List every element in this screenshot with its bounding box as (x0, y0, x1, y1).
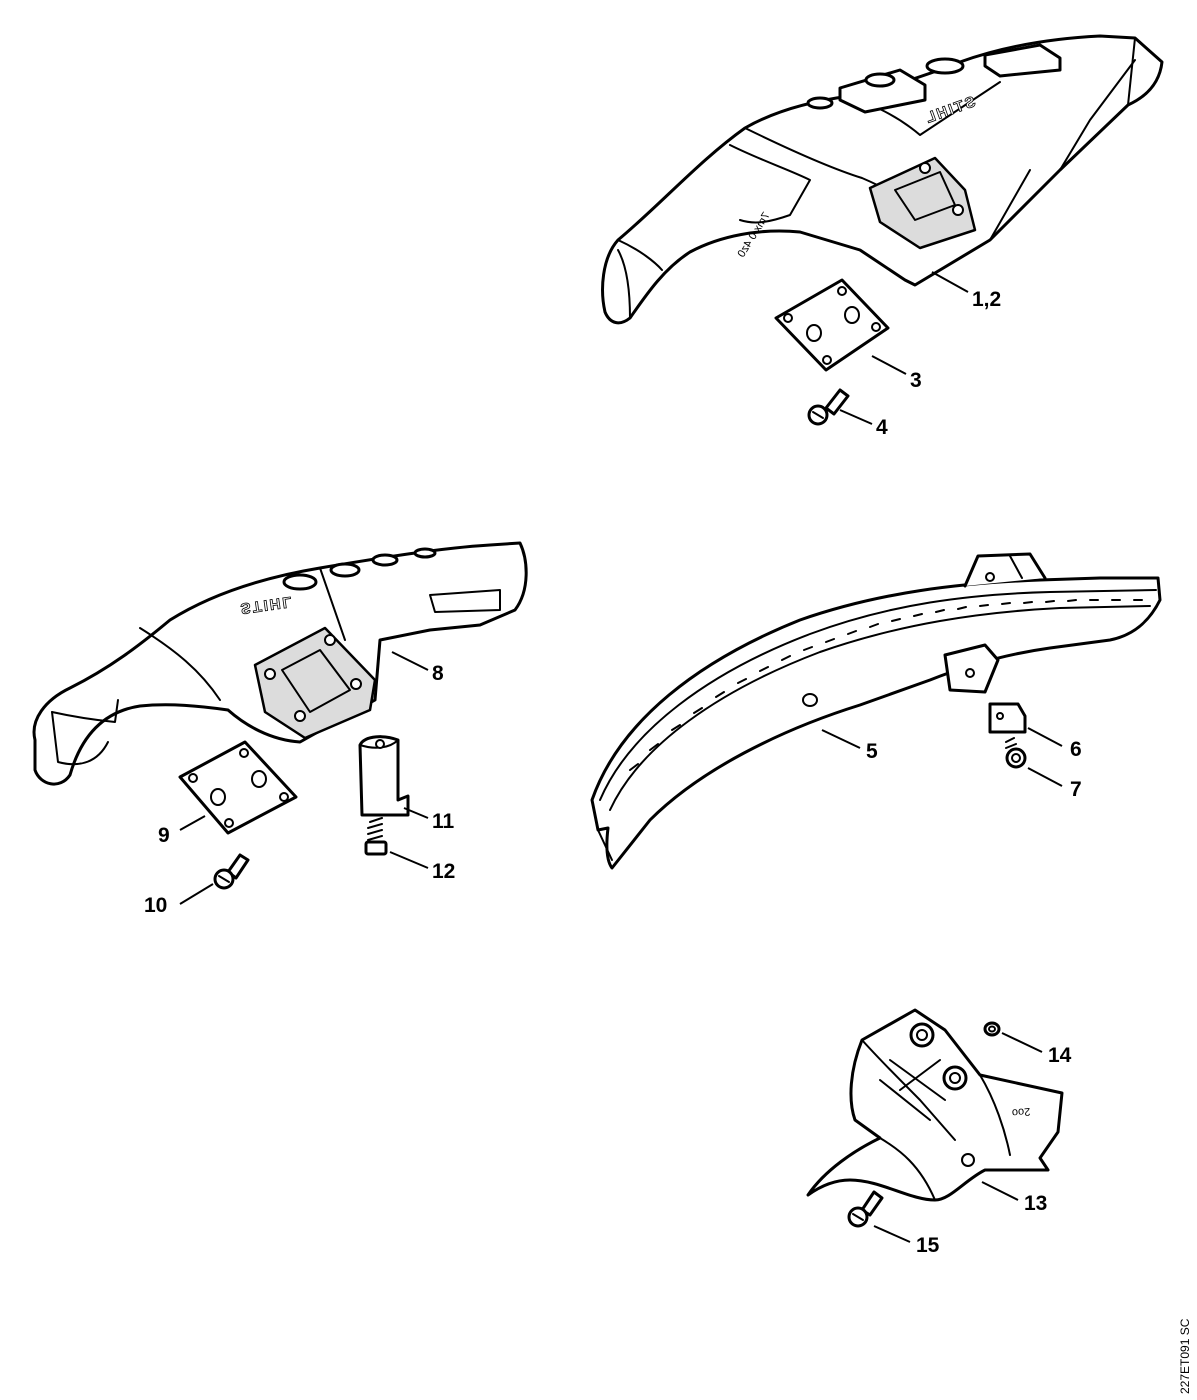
bracket-11 (358, 735, 410, 817)
leader-lines (179, 271, 1063, 1243)
screw-7 (1005, 737, 1027, 769)
callout-8: 8 (432, 662, 444, 685)
callout-14: 14 (1048, 1044, 1072, 1067)
mounting-bracket-13: 2oo (806, 1008, 1064, 1202)
deflector-guard-left: STIHL (32, 541, 528, 786)
callout-numbers: 1,2 3 4 5 6 7 8 9 10 11 12 13 14 15 (144, 288, 1082, 1257)
screw-15 (847, 1190, 884, 1228)
screw-4 (807, 388, 850, 426)
callout-13: 13 (1024, 1192, 1047, 1215)
spring-screw-12 (364, 817, 388, 856)
blade-guard-5 (590, 552, 1162, 870)
washer-14 (983, 1021, 1001, 1037)
vent-slots (629, 599, 1143, 771)
callout-9: 9 (158, 824, 170, 847)
callout-4: 4 (876, 416, 888, 439)
callout-6: 6 (1070, 738, 1082, 761)
callout-11: 11 (432, 810, 455, 833)
callout-15: 15 (916, 1234, 940, 1257)
callout-1-2: 1,2 (972, 288, 1001, 311)
callout-12: 12 (432, 860, 455, 883)
bracket-embossing: 2oo (1011, 1105, 1030, 1119)
callout-7: 7 (1070, 778, 1082, 801)
plate-3 (774, 278, 890, 372)
document-id: 227ET091 SC (1178, 1318, 1192, 1394)
callout-5: 5 (866, 740, 878, 763)
callout-10: 10 (144, 894, 167, 917)
deflector-guard-top: STIHL 7mx 0 4z0 (601, 34, 1164, 325)
callout-3: 3 (910, 369, 922, 392)
clip-6 (988, 702, 1027, 734)
plate-9 (178, 740, 298, 835)
screw-10 (213, 853, 250, 890)
